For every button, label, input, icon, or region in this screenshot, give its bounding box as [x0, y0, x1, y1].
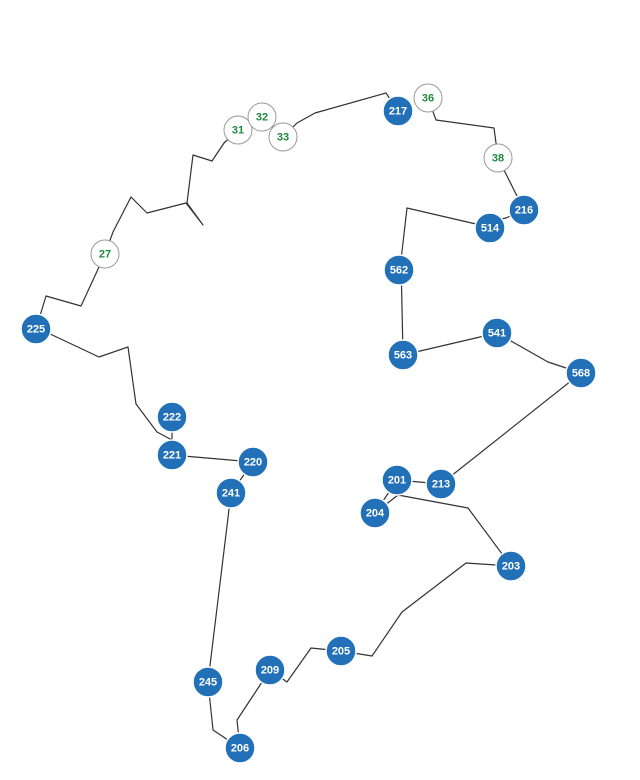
marker-222[interactable]: 222	[156, 401, 188, 433]
marker-568[interactable]: 568	[565, 357, 597, 389]
marker-label: 216	[515, 205, 533, 217]
marker-label: 209	[261, 665, 279, 677]
marker-205[interactable]: 205	[325, 635, 357, 667]
marker-circle	[325, 635, 357, 667]
marker-label: 562	[390, 265, 408, 277]
marker-circle	[381, 464, 413, 496]
marker-217[interactable]: 217	[382, 95, 414, 127]
marker-563[interactable]: 563	[387, 339, 419, 371]
marker-label: 205	[332, 646, 350, 658]
marker-label: 217	[389, 106, 407, 118]
marker-circle	[224, 732, 256, 764]
marker-562[interactable]: 562	[383, 254, 415, 286]
marker-204[interactable]: 204	[359, 497, 391, 529]
marker-circle	[383, 254, 415, 286]
marker-221[interactable]: 221	[156, 439, 188, 471]
marker-label: 225	[27, 324, 45, 336]
marker-circle	[156, 439, 188, 471]
marker-33[interactable]: 33	[268, 122, 298, 152]
marker-label: 204	[366, 508, 385, 520]
marker-circle	[359, 497, 391, 529]
marker-circle	[156, 401, 188, 433]
marker-circle	[481, 317, 513, 349]
marker-label: 203	[502, 561, 520, 573]
marker-label: 514	[481, 223, 500, 235]
marker-circle	[20, 313, 52, 345]
marker-label: 32	[256, 112, 268, 124]
marker-label: 221	[163, 450, 181, 462]
marker-circle	[565, 357, 597, 389]
marker-225[interactable]: 225	[20, 313, 52, 345]
marker-circle	[483, 143, 513, 173]
marker-241[interactable]: 241	[215, 477, 247, 509]
marker-label: 241	[222, 488, 240, 500]
marker-circle	[382, 95, 414, 127]
marker-circle	[425, 468, 457, 500]
marker-213[interactable]: 213	[425, 468, 457, 500]
marker-circle	[254, 654, 286, 686]
marker-36[interactable]: 36	[413, 83, 443, 113]
marker-label: 568	[572, 368, 590, 380]
marker-201[interactable]: 201	[381, 464, 413, 496]
marker-label: 33	[277, 132, 289, 144]
marker-245[interactable]: 245	[192, 666, 224, 698]
marker-31[interactable]: 31	[223, 115, 253, 145]
marker-label: 27	[99, 249, 111, 261]
marker-circle	[495, 550, 527, 582]
marker-circle	[474, 212, 506, 244]
marker-label: 541	[488, 328, 506, 340]
marker-circle	[247, 102, 277, 132]
marker-38[interactable]: 38	[483, 143, 513, 173]
marker-circle	[215, 477, 247, 509]
marker-label: 245	[199, 677, 217, 689]
markers-layer: 36 217 38 216 514 562 563 541 568 213 201 204 203 205…	[20, 83, 597, 764]
marker-circle	[268, 122, 298, 152]
marker-circle	[387, 339, 419, 371]
marker-209[interactable]: 209	[254, 654, 286, 686]
marker-label: 213	[432, 479, 450, 491]
marker-circle	[237, 446, 269, 478]
marker-circle	[90, 239, 120, 269]
marker-220[interactable]: 220	[237, 446, 269, 478]
marker-label: 36	[422, 93, 434, 105]
marker-label: 201	[388, 475, 406, 487]
marker-label: 31	[232, 125, 244, 137]
marker-label: 38	[492, 153, 504, 165]
marker-203[interactable]: 203	[495, 550, 527, 582]
marker-circle	[192, 666, 224, 698]
route-line	[35, 92, 582, 749]
marker-circle	[413, 83, 443, 113]
marker-label: 563	[394, 350, 412, 362]
marker-circle	[508, 194, 540, 226]
marker-label: 222	[163, 412, 181, 424]
marker-27[interactable]: 27	[90, 239, 120, 269]
marker-206[interactable]: 206	[224, 732, 256, 764]
marker-circle	[223, 115, 253, 145]
marker-216[interactable]: 216	[508, 194, 540, 226]
marker-label: 206	[231, 743, 249, 755]
marker-label: 220	[244, 457, 262, 469]
marker-514[interactable]: 514	[474, 212, 506, 244]
marker-32[interactable]: 32	[247, 102, 277, 132]
marker-541[interactable]: 541	[481, 317, 513, 349]
